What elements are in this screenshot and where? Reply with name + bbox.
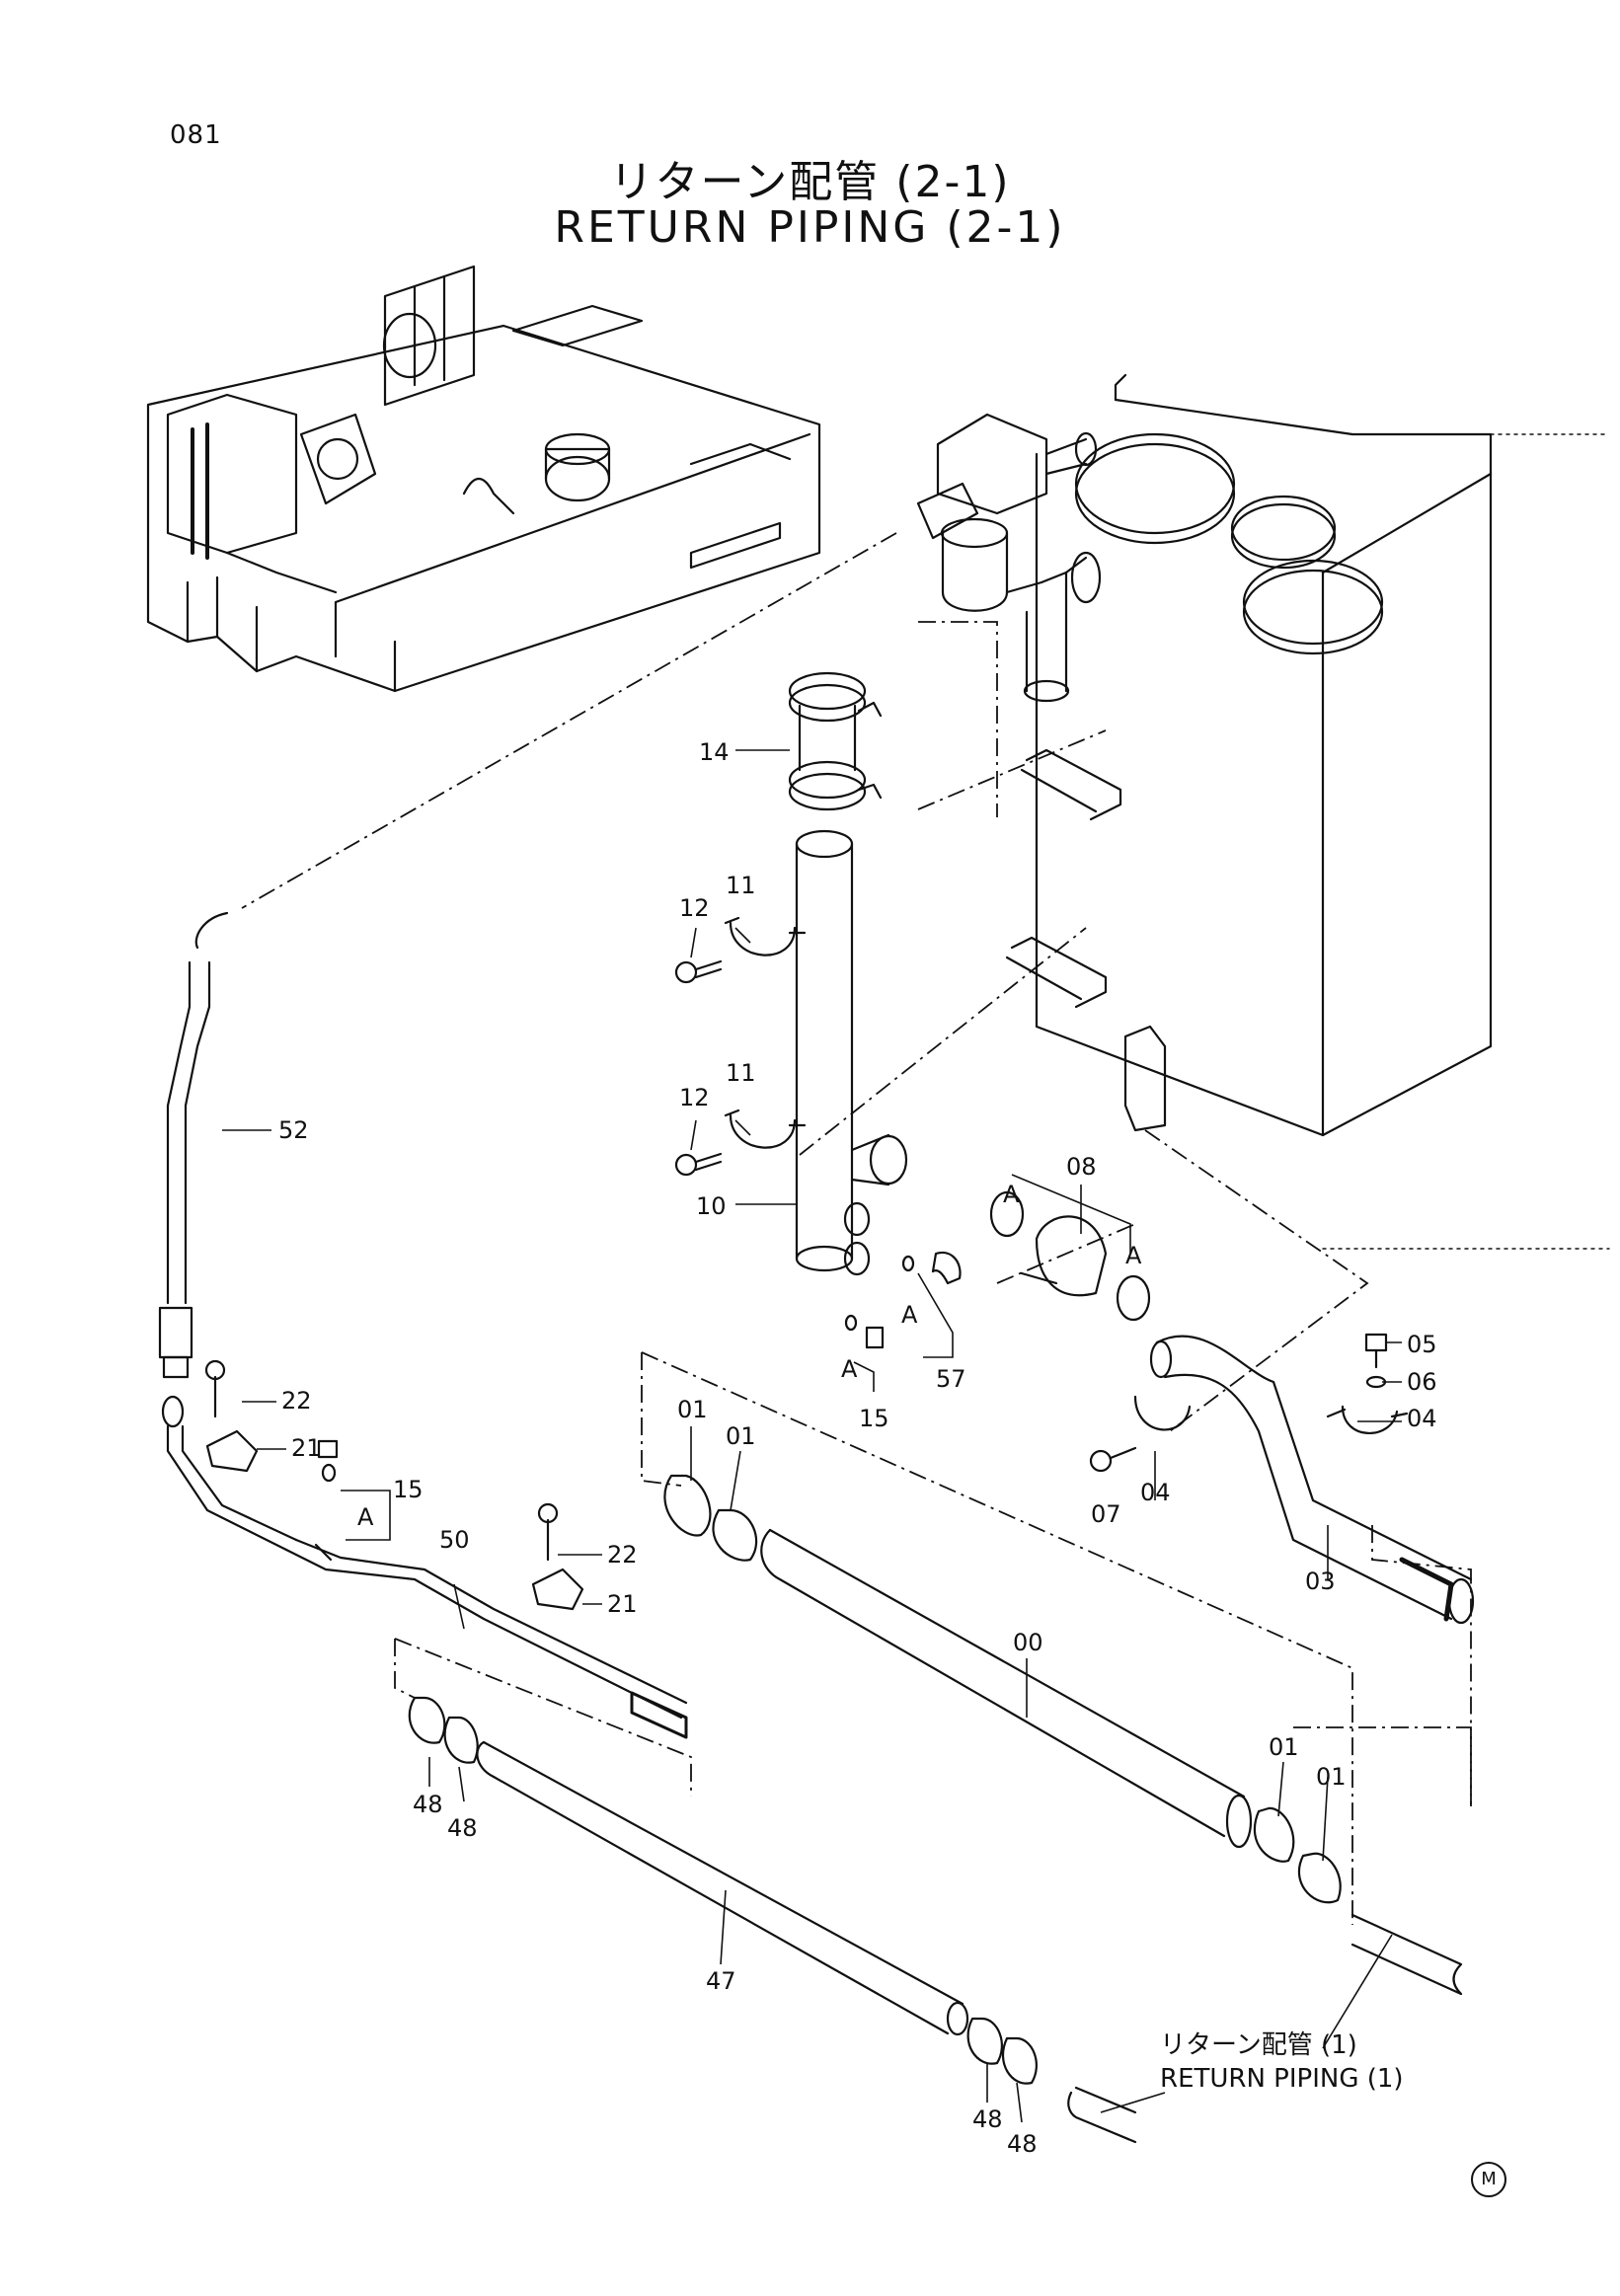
hose-03 [1149, 1335, 1475, 1625]
callout-04: 04 [1407, 1405, 1437, 1432]
callout-22: 22 [281, 1387, 312, 1415]
callout-a: A [357, 1503, 374, 1531]
callout-10: 10 [696, 1192, 727, 1220]
callout-06: 06 [1407, 1368, 1437, 1396]
coupling-14 [788, 671, 883, 811]
callout-21: 21 [607, 1590, 638, 1618]
callout-01: 01 [1269, 1733, 1299, 1761]
callout-a: A [1125, 1242, 1142, 1269]
callout-12: 12 [679, 894, 710, 922]
title-japanese: リターン配管 (2-1) [609, 157, 1011, 207]
callout-52: 52 [278, 1116, 309, 1144]
m-symbol: M [1471, 2162, 1506, 2197]
callout-48: 48 [972, 2105, 1003, 2133]
clamps-11 [724, 916, 807, 1149]
callout-22: 22 [607, 1541, 638, 1569]
callout-15: 15 [859, 1405, 889, 1432]
callout-48: 48 [447, 1814, 478, 1842]
callout-48: 48 [1007, 2130, 1038, 2158]
callout-04: 04 [1140, 1479, 1171, 1506]
callout-50: 50 [439, 1526, 470, 1554]
callout-47: 47 [706, 1967, 736, 1995]
callout-15: 15 [393, 1476, 424, 1503]
callout-a: A [1003, 1181, 1020, 1208]
callout-00: 00 [1013, 1629, 1043, 1656]
hose-47 [476, 1740, 969, 2036]
callout-03: 03 [1305, 1568, 1336, 1595]
clamps-01 [663, 1474, 1342, 1904]
callout-57: 57 [936, 1365, 966, 1393]
callout-a: A [901, 1301, 918, 1329]
callout-11: 11 [726, 1059, 756, 1087]
reference-text-en: RETURN PIPING (1) [1160, 2064, 1404, 2094]
elbow-57 [844, 1251, 962, 1349]
pipe-10 [795, 829, 908, 1276]
callout-01: 01 [677, 1396, 708, 1423]
line-50 [284, 1538, 688, 1739]
reference-note: リターン配管 (1) RETURN PIPING (1) [1160, 2028, 1404, 2096]
clamps-48 [408, 1696, 1038, 2085]
callout-05: 05 [1407, 1331, 1437, 1358]
callout-11: 11 [726, 872, 756, 899]
page-number: 081 [170, 120, 222, 150]
bolts-12 [674, 959, 723, 1177]
connector-08 [989, 1190, 1151, 1322]
hose-00 [760, 1528, 1253, 1849]
title-english: RETURN PIPING (2-1) [554, 202, 1066, 253]
callout-01: 01 [1316, 1763, 1347, 1791]
reference-text-jp: リターン配管 (1) [1160, 2030, 1357, 2060]
callout-a: A [841, 1355, 858, 1383]
callout-12: 12 [679, 1084, 710, 1111]
bolt-05-washer-06-bolt-07 [1089, 1333, 1388, 1473]
machine-frame [146, 265, 821, 693]
callout-14: 14 [699, 738, 730, 766]
callout-01: 01 [726, 1422, 756, 1450]
return-pipe-1 [1067, 1913, 1463, 2144]
clamps-04 [1133, 1395, 1409, 1434]
clamps-21-bolts-22 [204, 1359, 584, 1611]
callout-07: 07 [1091, 1500, 1121, 1528]
callout-08: 08 [1066, 1153, 1097, 1181]
hydraulic-tank [916, 373, 1610, 1250]
callout-21: 21 [291, 1434, 322, 1462]
line-52 [158, 911, 298, 1552]
callout-48: 48 [413, 1791, 443, 1818]
